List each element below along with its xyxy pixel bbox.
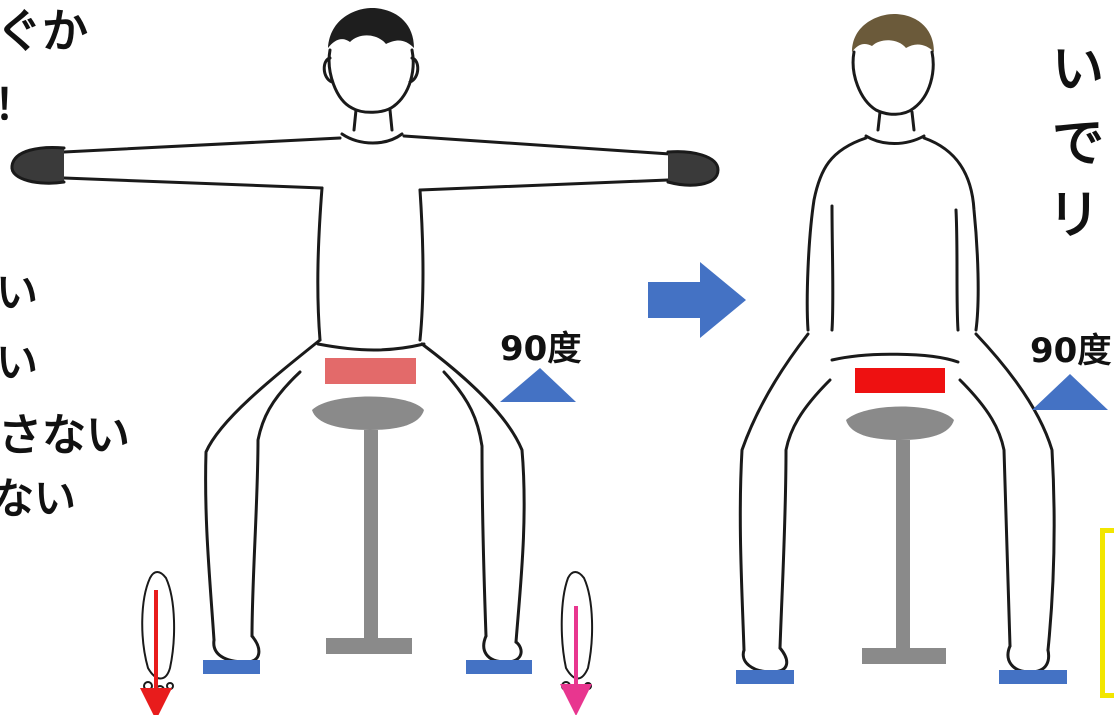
hand-left-l (12, 148, 64, 184)
angle-triangle-right (1032, 374, 1108, 410)
stool-left (312, 397, 424, 655)
hair-right (852, 14, 934, 52)
head-right (853, 52, 933, 114)
next-arrow-icon (648, 262, 746, 338)
hand-right-l (668, 152, 718, 185)
foot-block-left-2 (466, 660, 532, 674)
hip-pad-right (855, 368, 945, 393)
hair-left (328, 8, 414, 48)
footprint-left (142, 572, 174, 694)
head-left (329, 50, 413, 112)
stool-right (846, 407, 954, 665)
hip-pad-left (325, 358, 416, 384)
foot-block-left-1 (203, 660, 260, 674)
foot-block-right-1 (736, 670, 794, 684)
angle-triangle-left (500, 368, 576, 402)
foot-block-right-2 (999, 670, 1067, 684)
highlight-box (1100, 528, 1114, 698)
